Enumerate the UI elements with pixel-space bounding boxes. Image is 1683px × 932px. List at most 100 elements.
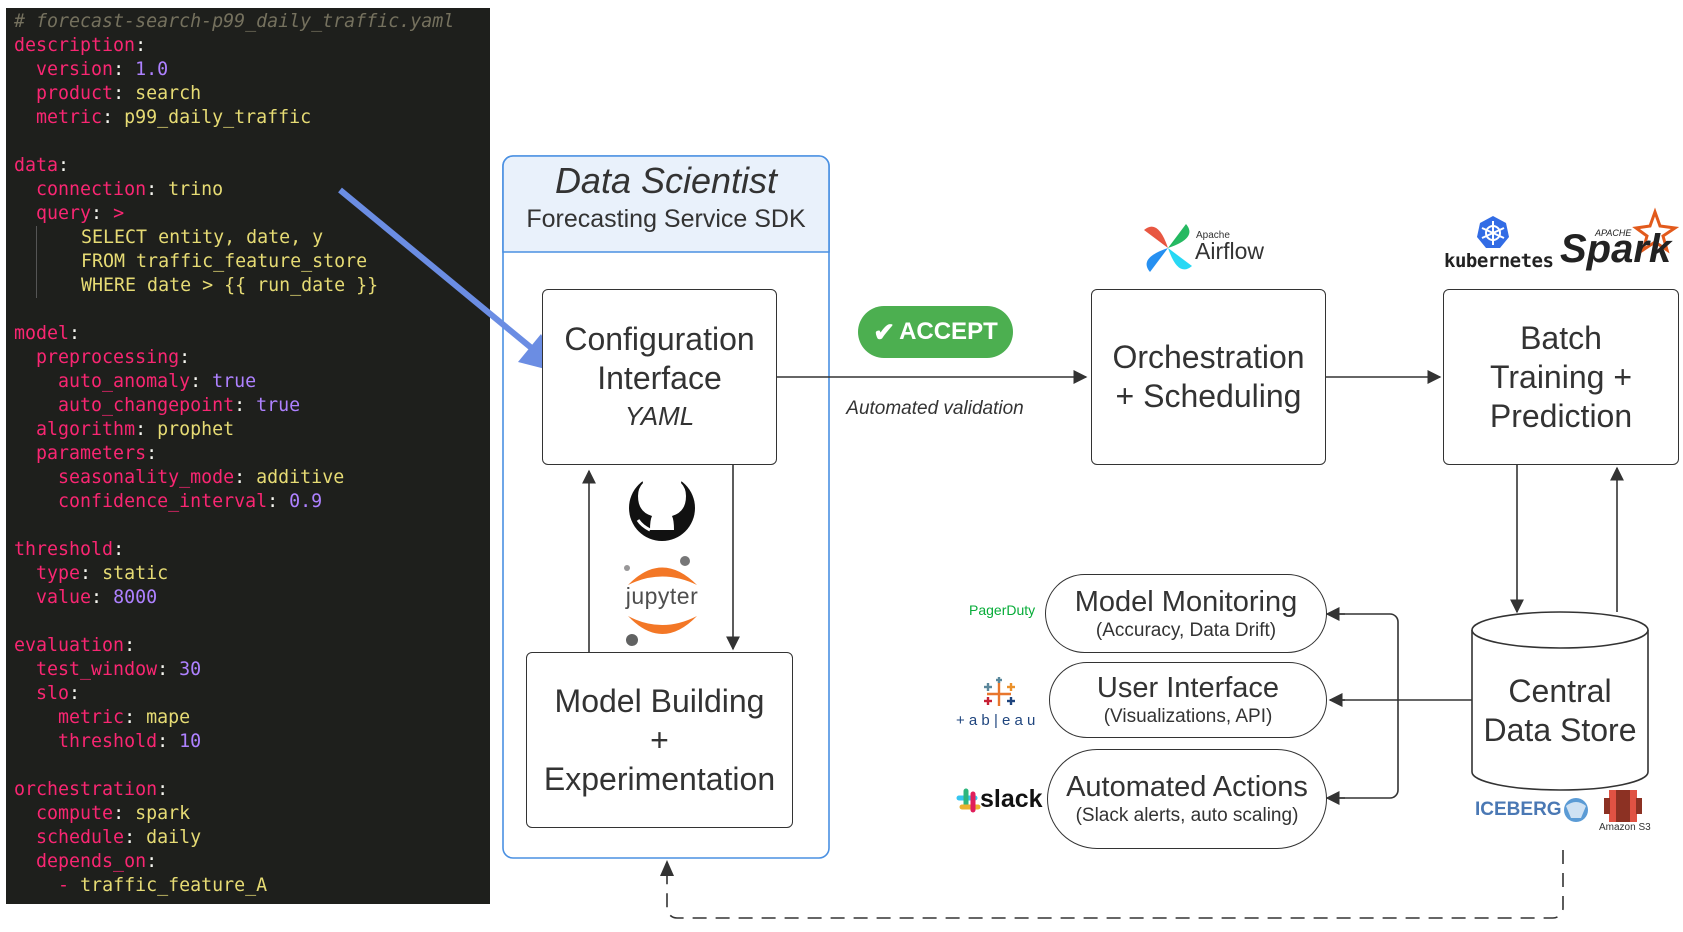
spark-icon <box>1632 207 1680 254</box>
config-line2: Interface <box>597 360 722 396</box>
code-line: auto_changepoint: true <box>14 394 490 418</box>
configuration-interface-box[interactable]: Configuration Interface YAML <box>542 289 777 465</box>
code-line: type: static <box>14 562 490 586</box>
indent-guide <box>36 274 37 298</box>
code-token: true <box>212 371 257 392</box>
code-token: type <box>36 563 81 584</box>
code-token: mape <box>146 707 191 728</box>
code-line: slo: <box>14 682 490 706</box>
code-line: auto_anomaly: true <box>14 370 490 394</box>
feedback-dashed-arrow <box>666 850 1564 919</box>
code-line: value: 8000 <box>14 586 490 610</box>
code-token: product <box>36 83 114 104</box>
code-line: seasonality_mode: additive <box>14 466 490 490</box>
code-token: 30 <box>179 659 202 680</box>
code-line: test_window: 30 <box>14 658 490 682</box>
sdk-header: Data Scientist Forecasting Service SDK <box>503 160 829 236</box>
code-token: schedule <box>36 827 125 848</box>
code-line: confidence_interval: 0.9 <box>14 490 490 514</box>
code-token: query <box>36 203 92 224</box>
ui-subtitle: (Visualizations, API) <box>1103 706 1273 727</box>
code-token: parameters <box>36 443 147 464</box>
indent-guide <box>36 250 37 274</box>
code-line: model: <box>14 322 490 346</box>
batch-training-box[interactable]: Batch Training + Prediction <box>1443 289 1679 465</box>
actions-title: Automated Actions <box>1066 771 1308 803</box>
store-to-outputs-branch <box>1330 613 1472 799</box>
yaml-code: # forecast-search-p99_daily_traffic.yaml… <box>6 8 490 898</box>
kubernetes-icon <box>1477 216 1509 248</box>
code-token: data <box>14 155 59 176</box>
slack-icon <box>956 788 981 813</box>
code-line: metric: mape <box>14 706 490 730</box>
code-token: : <box>135 35 147 56</box>
yaml-code-panel: # forecast-search-p99_daily_traffic.yaml… <box>6 8 490 904</box>
code-token: algorithm <box>36 419 136 440</box>
monitoring-subtitle: (Accuracy, Data Drift) <box>1095 619 1277 641</box>
code-token: WHERE date > {{ run_date }} <box>37 275 379 296</box>
code-token: 8000 <box>113 587 158 608</box>
model-monitoring-box[interactable]: Model Monitoring (Accuracy, Data Drift) <box>1045 574 1327 653</box>
accept-label: ACCEPT <box>899 318 998 345</box>
code-token: spark <box>135 803 191 824</box>
jupyter-label: jupyter <box>625 583 699 609</box>
code-token: daily <box>146 827 202 848</box>
code-token: : <box>179 347 191 368</box>
code-token: - <box>58 875 70 896</box>
airflow-icon <box>1144 224 1192 272</box>
code-line: threshold: <box>14 538 490 562</box>
code-line: depends_on: <box>14 850 490 874</box>
code-token: : <box>113 83 136 104</box>
code-token: : <box>113 59 136 80</box>
code-token: 0.9 <box>289 491 323 512</box>
data-store-line1: Central <box>1508 673 1612 709</box>
code-token: traffic_feature_A <box>80 875 268 896</box>
check-icon: ✔ <box>873 316 896 347</box>
code-token: depends_on <box>36 851 147 872</box>
code-token: value <box>36 587 92 608</box>
code-token: : <box>157 659 180 680</box>
data-store-label: Central Data Store <box>1472 672 1648 750</box>
accept-badge: ✔ACCEPT <box>858 306 1013 358</box>
automated-actions-box[interactable]: Automated Actions (Slack alerts, auto sc… <box>1047 749 1327 849</box>
code-token: slo <box>36 683 70 704</box>
feedback-arrowhead <box>660 860 674 876</box>
code-token: SELECT entity, date, y <box>37 227 324 248</box>
code-token: version <box>36 59 114 80</box>
code-token: 1.0 <box>135 59 169 80</box>
code-token: description <box>14 35 136 56</box>
amazon-s3-label: Amazon S3 <box>1599 822 1651 833</box>
spark-small-label: APACHE <box>1595 228 1632 238</box>
code-line: version: 1.0 <box>14 58 490 82</box>
amazon-s3-icon <box>1604 790 1642 822</box>
code-token: seasonality_mode <box>58 467 235 488</box>
config-line1: Configuration <box>564 321 755 357</box>
tableau-icon <box>984 677 1015 706</box>
github-icon <box>629 470 695 541</box>
slack-label: slack <box>980 785 1043 813</box>
code-token: : <box>124 827 147 848</box>
code-token: : <box>157 779 169 800</box>
code-token: compute <box>36 803 114 824</box>
orchestration-box[interactable]: Orchestration + Scheduling <box>1091 289 1326 465</box>
code-token: threshold <box>14 539 114 560</box>
user-interface-box[interactable]: User Interface (Visualizations, API) <box>1049 662 1327 738</box>
code-line: schedule: daily <box>14 826 490 850</box>
code-token: p99_daily_traffic <box>124 107 312 128</box>
model-building-line3: Experimentation <box>543 760 776 797</box>
code-token: : <box>124 635 136 656</box>
code-token: : <box>146 443 158 464</box>
tableau-label: + a b | e a u <box>956 712 1036 729</box>
code-token: : <box>146 851 158 872</box>
kubernetes-label: kubernetes <box>1444 250 1554 272</box>
code-token: : <box>267 491 290 512</box>
code-token: additive <box>256 467 345 488</box>
code-line: FROM traffic_feature_store <box>14 250 490 274</box>
code-line: algorithm: prophet <box>14 418 490 442</box>
model-building-line2: + <box>650 721 669 758</box>
model-building-box[interactable]: Model Building + Experimentation <box>526 652 793 828</box>
code-token: FROM traffic_feature_store <box>37 251 368 272</box>
batch-line2: Training + <box>1490 358 1632 395</box>
code-line: connection: trino <box>14 178 490 202</box>
